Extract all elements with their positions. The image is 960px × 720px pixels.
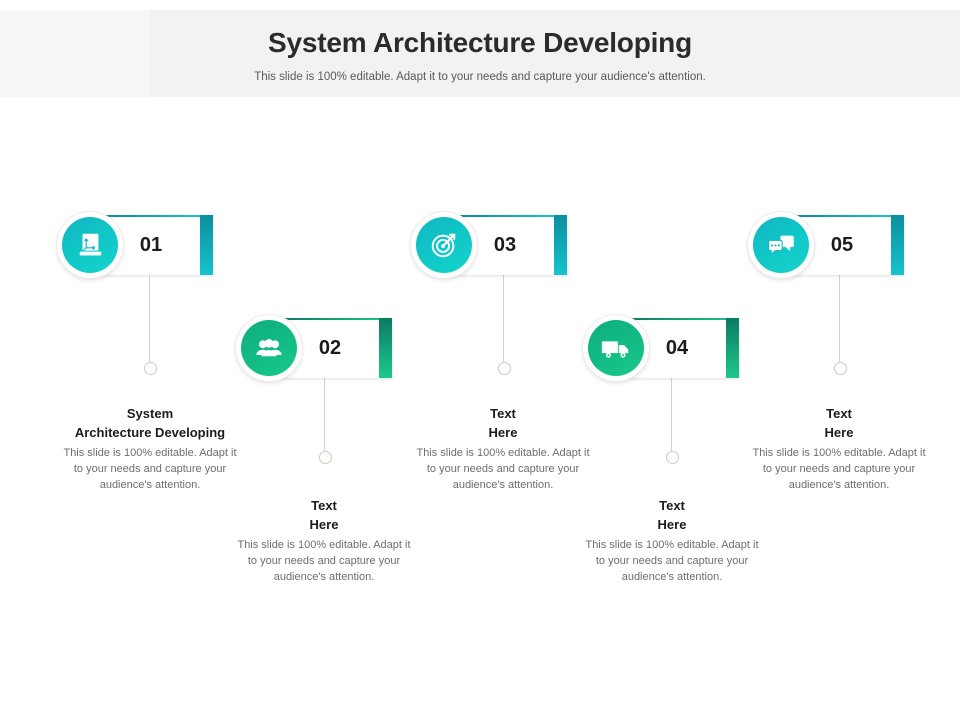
step-title-line2: Here: [309, 516, 339, 532]
cad-dimension-icon: [62, 217, 118, 273]
badge-top-accent-line: [264, 318, 392, 320]
step-title-line1: Text: [490, 406, 516, 421]
people-group-icon: [241, 320, 297, 376]
step-title-line2: Here: [657, 516, 687, 532]
step-title-line1: Text: [826, 406, 852, 421]
badge-accent-bar: [726, 318, 739, 378]
header-background-band: [0, 10, 960, 97]
step-textblock-01: System Architecture Developing This slid…: [62, 405, 238, 494]
step-title-03: Text Here: [415, 405, 591, 443]
step-title-line1: Text: [659, 498, 685, 513]
step-title-line1: System: [126, 406, 174, 421]
target-arrow-icon: [416, 217, 472, 273]
step-title-line2: Architecture Developing: [74, 424, 226, 440]
header: System Architecture Developing This slid…: [0, 10, 960, 97]
step-title-04: Text Here: [584, 497, 760, 535]
badge-accent-bar: [554, 215, 567, 275]
page-subtitle: This slide is 100% editable. Adapt it to…: [254, 70, 706, 83]
step-title-line1: Text: [311, 498, 337, 513]
step-textblock-02: Text Here This slide is 100% editable. A…: [236, 497, 412, 586]
badge-number: 04: [665, 336, 689, 359]
badge-top-accent-line: [85, 215, 213, 217]
step-body-03: This slide is 100% editable. Adapt it to…: [416, 446, 590, 491]
step-badge-04[interactable]: 04: [583, 315, 739, 381]
step-textblock-05: Text Here This slide is 100% editable. A…: [751, 405, 927, 494]
step-title-line2: Here: [488, 424, 518, 440]
step-body-04: This slide is 100% editable. Adapt it to…: [585, 538, 759, 583]
step-body-01: This slide is 100% editable. Adapt it to…: [63, 446, 237, 491]
badge-number: 01: [139, 233, 163, 256]
badge-top-accent-line: [611, 318, 739, 320]
step-textblock-03: Text Here This slide is 100% editable. A…: [415, 405, 591, 494]
step-title-05: Text Here: [751, 405, 927, 443]
badge-number: 02: [318, 336, 342, 359]
step-badge-03[interactable]: 03: [411, 212, 567, 278]
step-title-line2: Here: [824, 424, 854, 440]
step-badge-05[interactable]: 05: [748, 212, 904, 278]
badge-number: 03: [493, 233, 517, 256]
chat-bubbles-icon: [753, 217, 809, 273]
badge-accent-bar: [200, 215, 213, 275]
step-badge-01[interactable]: 01: [57, 212, 213, 278]
badge-accent-bar: [379, 318, 392, 378]
step-textblock-04: Text Here This slide is 100% editable. A…: [584, 497, 760, 586]
badge-accent-bar: [891, 215, 904, 275]
delivery-truck-icon: [588, 320, 644, 376]
page-title: System Architecture Developing: [268, 27, 692, 58]
step-body-02: This slide is 100% editable. Adapt it to…: [237, 538, 411, 583]
step-badge-02[interactable]: 02: [236, 315, 392, 381]
step-title-02: Text Here: [236, 497, 412, 535]
step-title-01: System Architecture Developing: [35, 405, 265, 443]
slide-body: 01 02: [0, 97, 960, 720]
badge-top-accent-line: [439, 215, 567, 217]
badge-top-accent-line: [776, 215, 904, 217]
badge-number: 05: [830, 233, 854, 256]
step-body-05: This slide is 100% editable. Adapt it to…: [752, 446, 926, 491]
